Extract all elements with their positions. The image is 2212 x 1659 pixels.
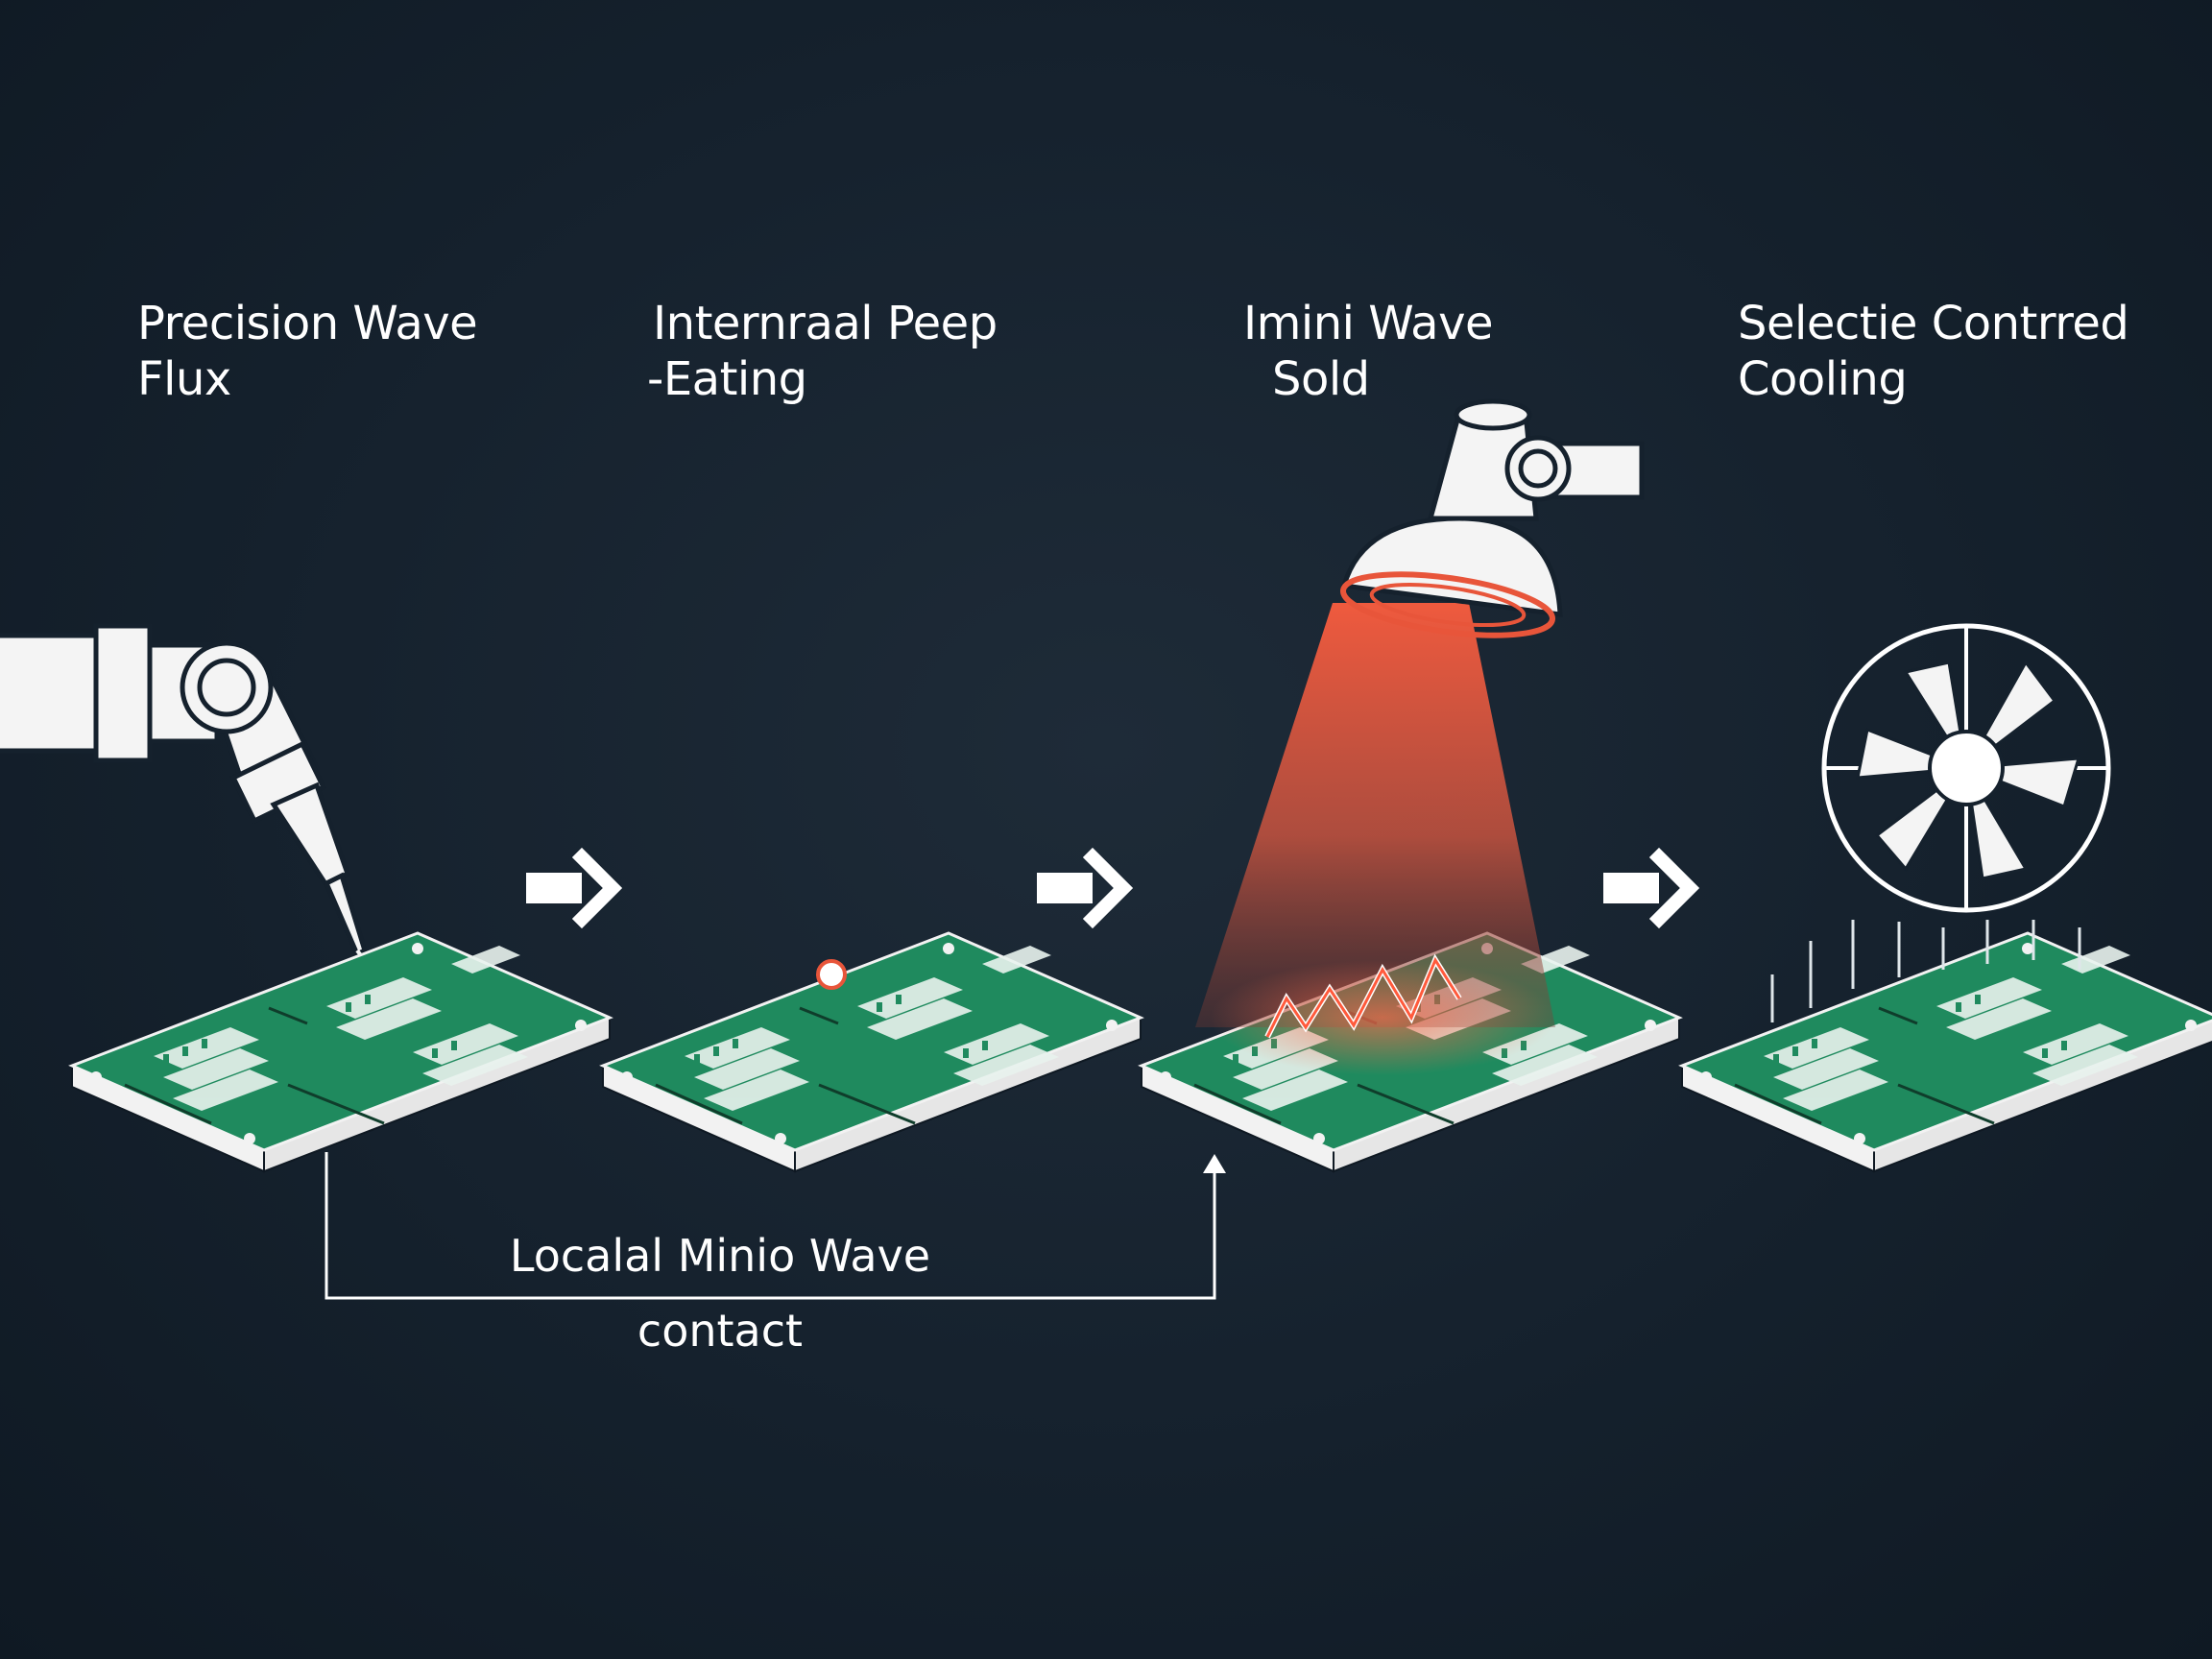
pcb-board-preheat [601, 931, 1142, 1173]
heat-lamp-icon [1195, 398, 1645, 1075]
step-title-preheat-line2: -Eating [647, 352, 807, 406]
step-title-cooling-line2: Cooling [1738, 352, 1908, 406]
arrow-right-icon [526, 848, 622, 928]
preheat-dot-icon [816, 959, 847, 990]
cooling-airflow-lines [1770, 920, 2081, 1022]
step-title-cooling: Selectie Contrred Cooling [1738, 296, 2129, 407]
robot-arm-dispenser-icon [0, 623, 424, 1024]
cooling-fan-icon [1821, 623, 2111, 913]
loop-label-line1: Localal Minio Wave [509, 1230, 931, 1282]
step-title-solder-line1: Imini Wave [1243, 297, 1494, 350]
arrow-right-icon [1037, 848, 1133, 928]
step-title-preheat: Internraal Peep -Eating [647, 296, 998, 407]
step-title-cooling-line1: Selectie Contrred [1738, 297, 2129, 350]
step-title-solder: Imini Wave Sold [1243, 296, 1494, 407]
loop-connector [325, 1152, 1216, 1300]
step-title-flux: Precision Wave Flux [137, 296, 478, 407]
arrow-right-icon [1603, 848, 1699, 928]
pcb-board-flux [70, 931, 612, 1173]
step-title-flux-line2: Flux [137, 352, 231, 406]
step-title-solder-line2: Sold [1272, 352, 1370, 406]
loop-label-line2: contact [637, 1305, 804, 1357]
pcb-board-cooling [1680, 931, 2212, 1173]
arrow-up-icon [1203, 1154, 1226, 1173]
step-title-flux-line1: Precision Wave [137, 297, 478, 350]
step-title-preheat-line1: Internraal Peep [653, 297, 998, 350]
loop-label: Localal Minio Wave contact [480, 1229, 960, 1358]
